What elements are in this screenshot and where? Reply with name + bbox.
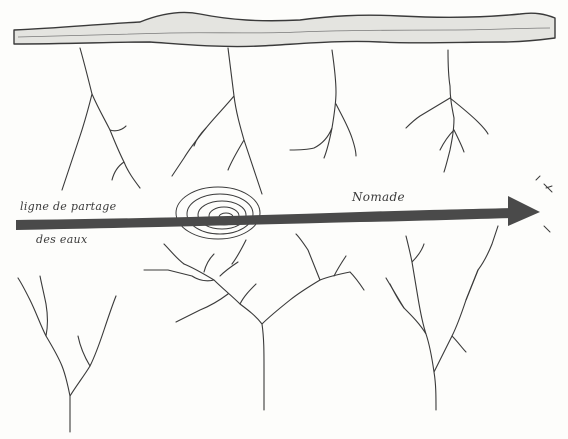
watershed-label-line2: des eaux: [36, 233, 87, 246]
spiral-icon: [176, 187, 260, 239]
lower-branch-1-sub2: [78, 336, 90, 366]
lower-branch-3-twig-a: [412, 244, 424, 262]
lower-branch-2-twig-c: [232, 240, 246, 264]
lower-branch-2-main: [184, 264, 264, 410]
lower-branch-2-twig-d: [220, 262, 238, 276]
arrow-head: [508, 196, 540, 226]
lower-branch-1-main: [18, 278, 70, 432]
upper-branch-1-left: [62, 94, 92, 190]
upper-branch-2-left: [172, 96, 234, 176]
upper-drainage-network: [62, 48, 488, 194]
upper-branch-3-right: [336, 104, 356, 156]
lower-branch-2-twig-a: [204, 254, 214, 272]
lower-branch-1-right: [70, 296, 116, 396]
lower-branch-3-twig-b: [452, 336, 466, 352]
upper-branch-4-fork-right: [454, 130, 464, 152]
top-band: [14, 12, 555, 46]
upper-branch-3-sub: [324, 128, 332, 158]
upper-branch-4-left: [406, 98, 450, 128]
lower-branch-2-left-sub: [176, 294, 228, 322]
lower-branch-3-top-right: [466, 226, 498, 300]
upper-branch-1-right: [110, 126, 126, 131]
lower-branch-2-right-sub2: [350, 272, 364, 290]
watershed-label-line1: ligne de partage: [20, 200, 116, 213]
lower-drainage-network: [18, 226, 498, 432]
upper-branch-2-main: [228, 48, 262, 194]
arrow-tip-marks: [536, 176, 552, 232]
lower-branch-2-right-sub: [296, 234, 320, 280]
upper-branch-2-sub2: [228, 140, 244, 170]
lower-branch-3-left-top: [386, 278, 404, 308]
upper-branch-4-main: [444, 50, 454, 172]
lower-branch-2-top: [164, 244, 184, 264]
lower-branch-3-main: [390, 284, 436, 410]
lower-branch-1-sub: [40, 276, 48, 336]
upper-branch-4-right: [450, 98, 488, 134]
upper-branch-1-main: [80, 48, 140, 188]
lower-branch-2-left: [144, 270, 214, 281]
lower-branch-2-twig-b: [240, 284, 256, 304]
upper-branch-3-main: [290, 50, 336, 150]
lower-branch-2-right: [262, 272, 350, 324]
upper-branch-1-sub: [112, 162, 124, 180]
lower-branch-3-top-left: [406, 236, 426, 334]
nomad-label: Nomade: [352, 190, 405, 204]
